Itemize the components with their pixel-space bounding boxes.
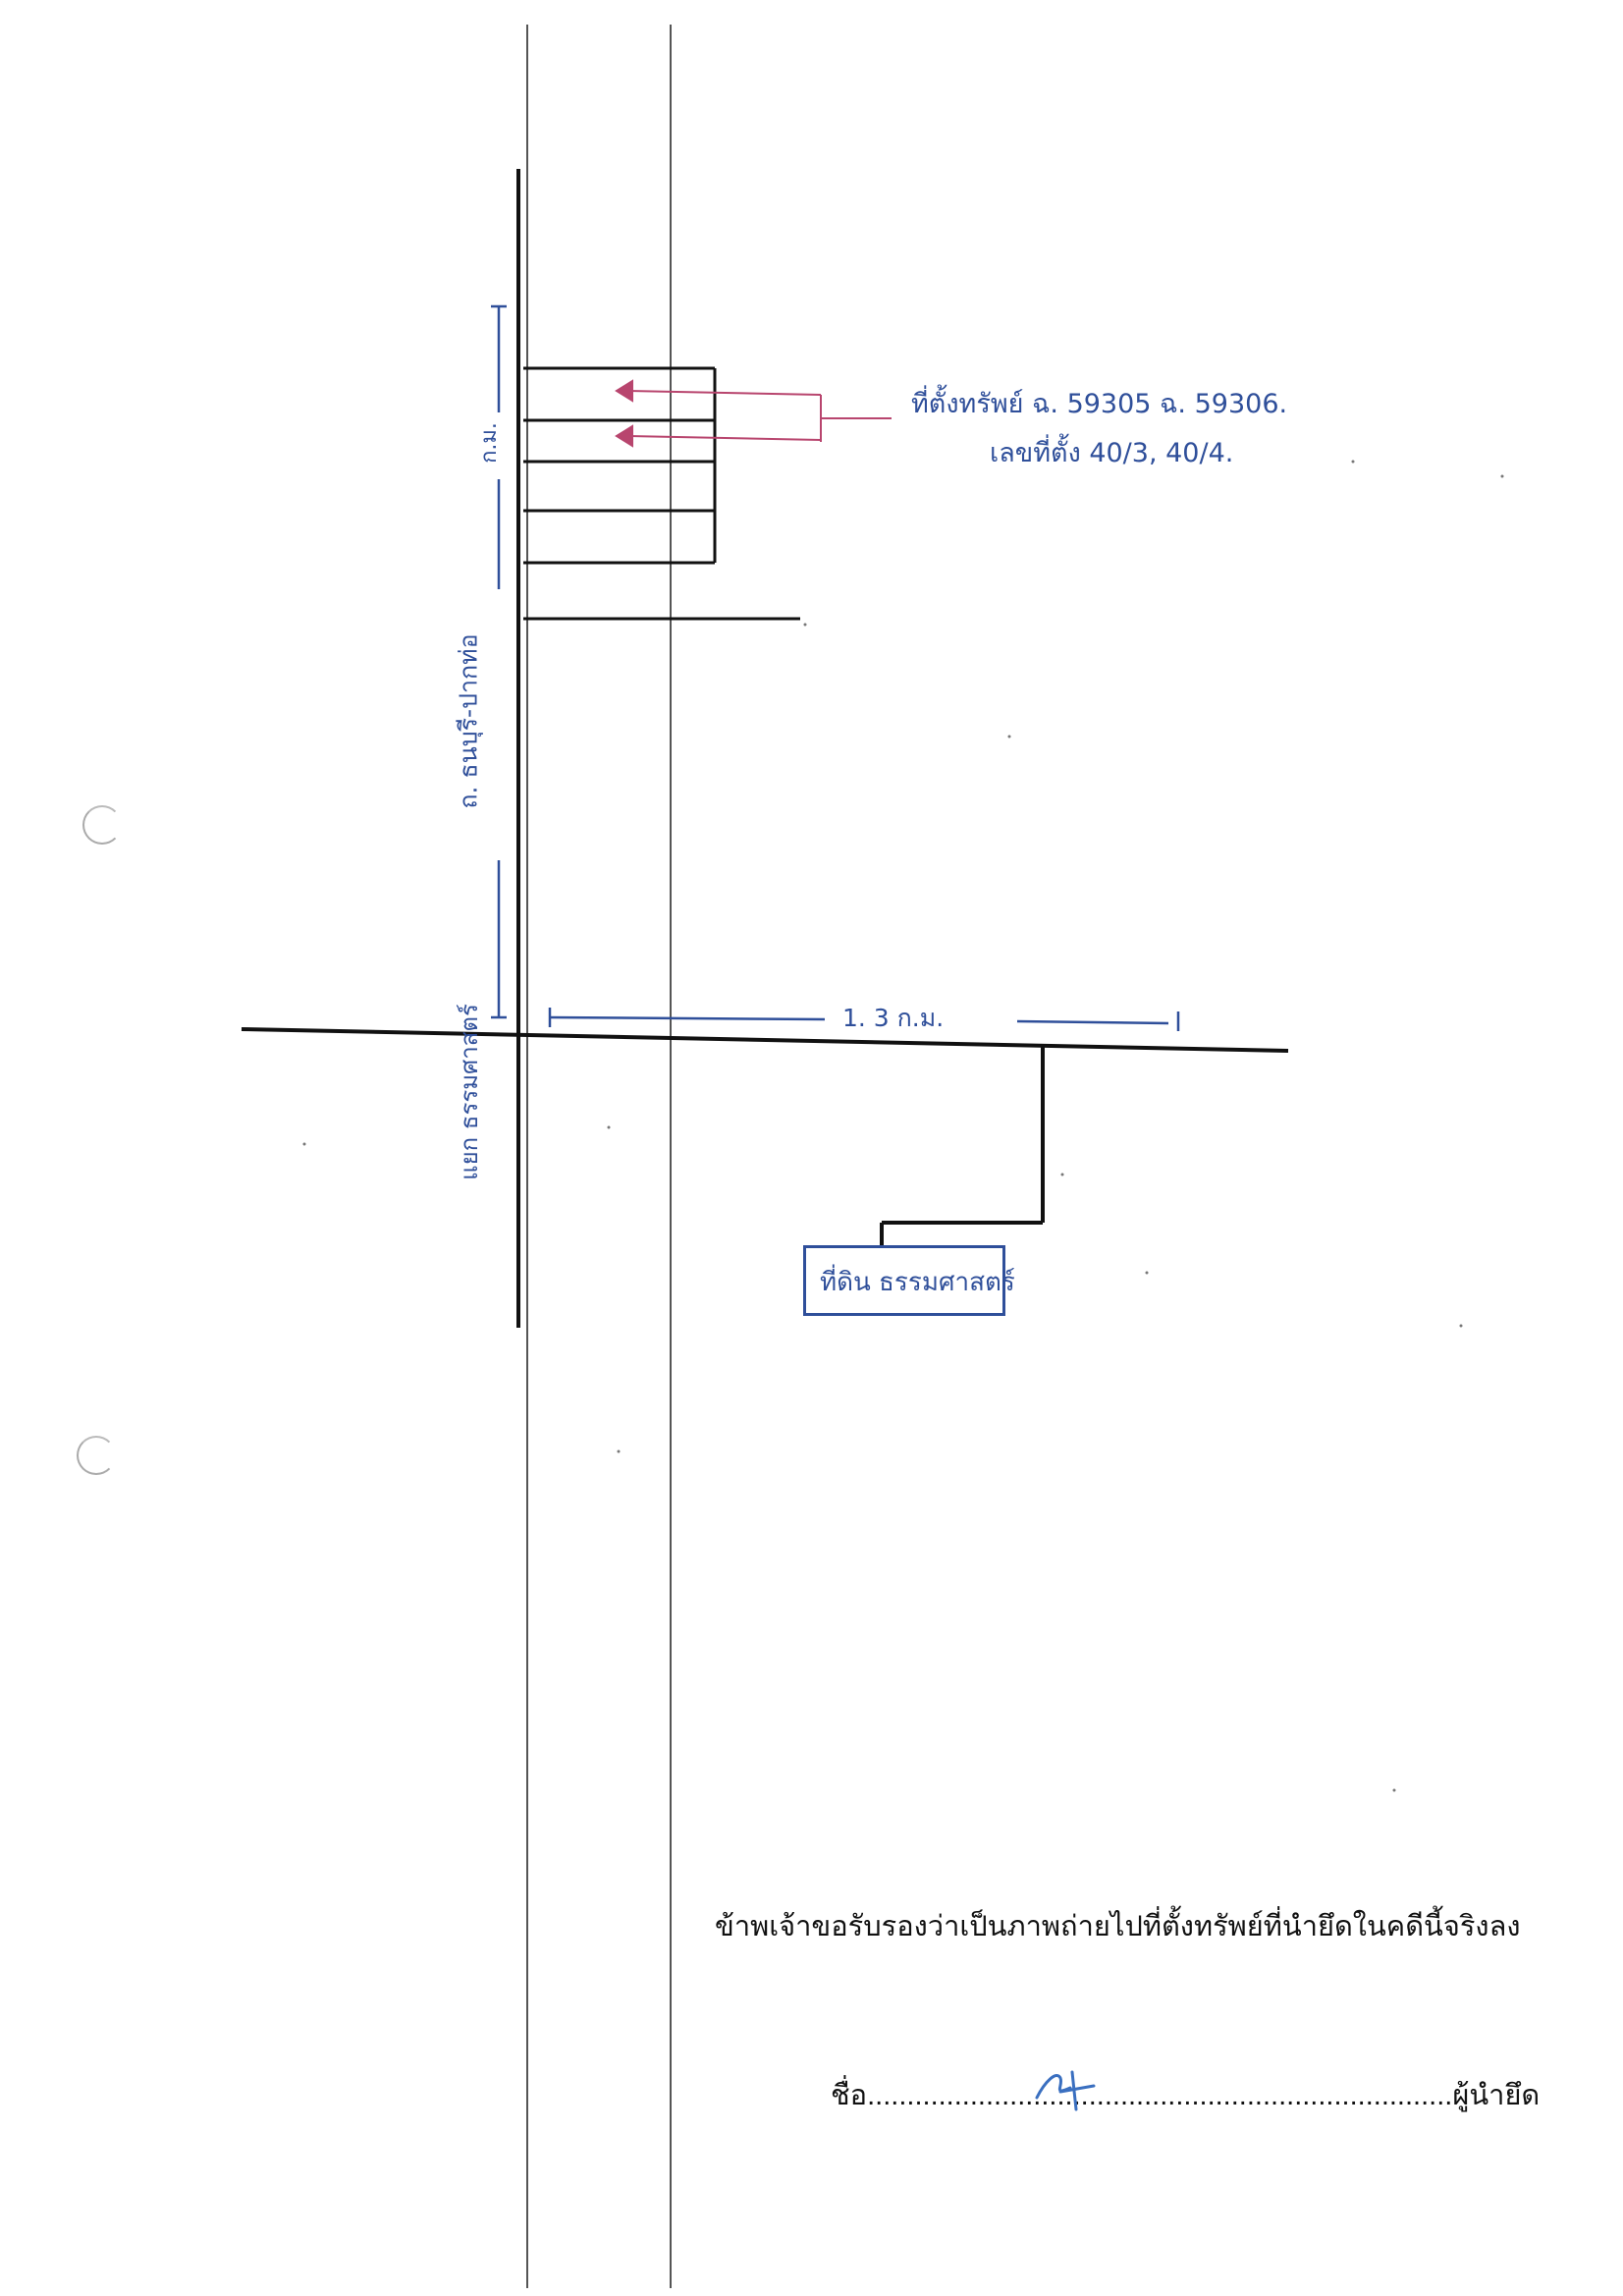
landmark-box: ที่ดิน ธรรมศาสตร์ [803,1245,1015,1316]
property-label-line2: เลขที่ตั้ง 40/3, 40/4. [990,438,1234,468]
distance-bracket-vertical [491,304,507,1019]
property-plots [523,366,800,621]
distance-label-vertical: ก.ม. [476,422,502,464]
pointer-arrows [615,379,892,448]
name-label: ชื่อ [831,2080,868,2111]
distance-label-horizontal: 1. 3 ก.ม. [842,1004,945,1032]
punch-hole-lower [77,1436,116,1475]
road-name-vertical: ถ. ธนบุรี-ปากท่อ [454,633,483,809]
distance-bracket-horizontal [548,1008,1180,1031]
signer-role: ผู้นำยึด [1452,2080,1541,2111]
punch-hole-upper [82,805,122,845]
scan-specks [302,460,1504,1792]
property-label-line1: ที่ตั้งทรัพย์ ฉ. 59305 ฉ. 59306. [911,389,1288,419]
landmark-label: ที่ดิน ธรรมศาสตร์ [820,1268,1015,1297]
certification-statement: ข้าพเจ้าขอรับรองว่าเป็นภาพถ่ายไปที่ตั้งท… [715,1911,1521,1942]
signature-line: ชื่อ....................................… [831,2082,1540,2110]
signature-mark [1035,2070,1096,2111]
main-road-horizontal [241,1027,1289,1053]
junction-name-vertical: แยก ธรรมศาสตร์ [455,1004,483,1180]
signature-dots: ........................................… [867,2080,1453,2111]
side-road [880,1047,1045,1247]
